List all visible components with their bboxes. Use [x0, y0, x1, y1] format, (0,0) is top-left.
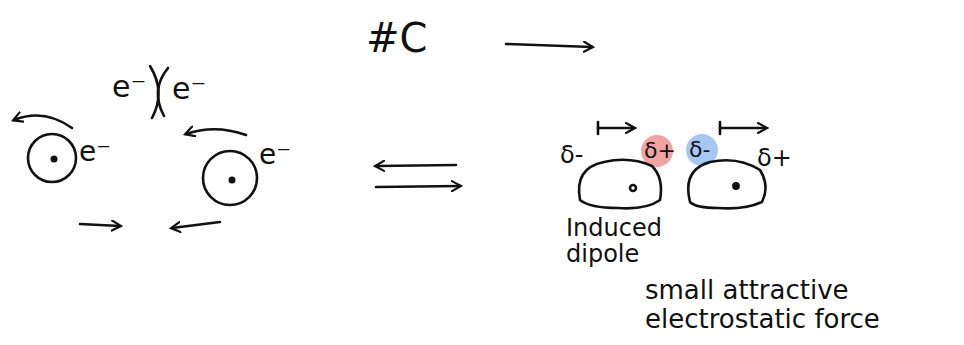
atom-circle: [203, 151, 257, 205]
heading: #C: [366, 16, 427, 60]
nucleus-dot: [52, 157, 56, 161]
nucleus-dot: [630, 185, 636, 191]
annotation: Induced dipole: [566, 215, 706, 268]
annotation: small attractive electrostatic force: [645, 276, 957, 333]
motion-arrow: [14, 116, 72, 129]
motion-arrow: [186, 129, 246, 135]
shift-arrow: [598, 127, 634, 130]
partial-charge: δ+: [644, 139, 676, 163]
partial-charge: δ-: [689, 138, 710, 162]
shift-arrow: [720, 127, 766, 130]
motion-arrow: [80, 224, 120, 226]
electron-label: e⁻: [79, 137, 111, 168]
partial-charge: δ-: [560, 142, 583, 168]
atom-circle: [28, 134, 76, 182]
reaction-arrow: [506, 44, 592, 47]
atom-blob: [688, 160, 765, 208]
partial-charge: δ+: [757, 145, 792, 171]
motion-arrow: [172, 222, 220, 228]
nucleus-dot: [230, 178, 234, 182]
electron-label: e⁻: [259, 140, 291, 171]
atom-blob: [579, 160, 661, 209]
repulsion-mark: [158, 68, 168, 116]
nucleus-dot: [733, 183, 738, 188]
electron-label: e⁻: [112, 70, 146, 103]
equilibrium-arrow: [376, 165, 456, 166]
electron-label: e⁻: [172, 72, 206, 105]
equilibrium-arrow: [376, 186, 460, 187]
